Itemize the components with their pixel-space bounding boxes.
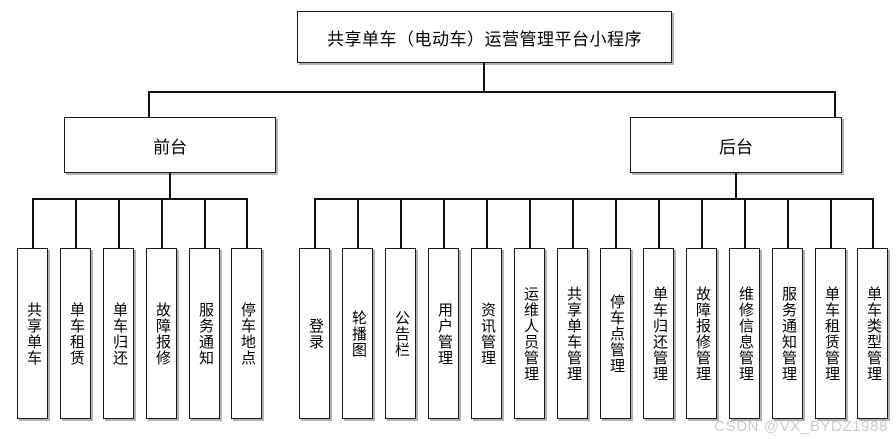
connector-drop-backend bbox=[834, 91, 836, 118]
leaf-node-backend-3[interactable]: 公告栏 bbox=[385, 248, 416, 419]
leaf-node-frontend-3[interactable]: 单车归还 bbox=[103, 248, 134, 419]
branch-node-frontend[interactable]: 前台 bbox=[64, 117, 276, 173]
connector-frontend-drop-2 bbox=[75, 198, 77, 248]
leaf-node-backend-5[interactable]: 资讯管理 bbox=[471, 248, 502, 419]
connector-frontend-drop-3 bbox=[118, 198, 120, 248]
leaf-node-frontend-2[interactable]: 单车租赁 bbox=[60, 248, 91, 419]
connector-frontend-drop-5 bbox=[204, 198, 206, 248]
connector-backend-drop-3 bbox=[400, 198, 402, 248]
connector-main-bus bbox=[148, 91, 836, 93]
connector-backend-bus bbox=[314, 198, 874, 200]
connector-backend-drop-13 bbox=[830, 198, 832, 248]
connector-backend-drop-2 bbox=[357, 198, 359, 248]
connector-backend-drop-9 bbox=[658, 198, 660, 248]
leaf-node-frontend-5[interactable]: 服务通知 bbox=[189, 248, 220, 419]
leaf-node-backend-9[interactable]: 单车归还管理 bbox=[643, 248, 674, 419]
connector-backend-drop-12 bbox=[787, 198, 789, 248]
connector-frontend-drop-4 bbox=[161, 198, 163, 248]
leaf-node-backend-10[interactable]: 故障报修管理 bbox=[686, 248, 717, 419]
leaf-node-backend-2[interactable]: 轮播图 bbox=[342, 248, 373, 419]
connector-frontend-drop-6 bbox=[246, 198, 248, 248]
root-node-platform[interactable]: 共享单车（电动车）运营管理平台小程序 bbox=[297, 11, 672, 63]
connector-backend-drop-14 bbox=[872, 198, 874, 248]
connector-root-stem bbox=[483, 63, 485, 92]
leaf-node-frontend-1[interactable]: 共享单车 bbox=[17, 248, 48, 419]
leaf-node-backend-14[interactable]: 单车类型管理 bbox=[857, 248, 888, 419]
leaf-node-backend-11[interactable]: 维修信息管理 bbox=[729, 248, 760, 419]
connector-frontend-drop-1 bbox=[32, 198, 34, 248]
connector-backend-drop-10 bbox=[701, 198, 703, 248]
connector-frontend-stem bbox=[169, 173, 171, 199]
connector-backend-drop-6 bbox=[529, 198, 531, 248]
leaf-node-backend-6[interactable]: 运维人员管理 bbox=[514, 248, 545, 419]
watermark-text: CSDN @VX_BYDZ1988 bbox=[714, 418, 888, 435]
connector-backend-drop-8 bbox=[615, 198, 617, 248]
connector-backend-drop-7 bbox=[572, 198, 574, 248]
leaf-node-backend-8[interactable]: 停车点管理 bbox=[600, 248, 631, 419]
connector-backend-stem bbox=[735, 173, 737, 199]
branch-node-backend[interactable]: 后台 bbox=[630, 117, 842, 173]
leaf-node-backend-7[interactable]: 共享单车管理 bbox=[557, 248, 588, 419]
connector-backend-drop-11 bbox=[744, 198, 746, 248]
leaf-node-backend-4[interactable]: 用户管理 bbox=[428, 248, 459, 419]
leaf-node-backend-12[interactable]: 服务通知管理 bbox=[772, 248, 803, 419]
connector-backend-drop-4 bbox=[443, 198, 445, 248]
leaf-node-backend-1[interactable]: 登录 bbox=[299, 248, 330, 419]
leaf-node-backend-13[interactable]: 单车租赁管理 bbox=[815, 248, 846, 419]
connector-drop-frontend bbox=[148, 91, 150, 118]
leaf-node-frontend-4[interactable]: 故障报修 bbox=[146, 248, 177, 419]
connector-backend-drop-5 bbox=[486, 198, 488, 248]
connector-backend-drop-1 bbox=[314, 198, 316, 248]
leaf-node-frontend-6[interactable]: 停车地点 bbox=[231, 248, 262, 419]
connector-frontend-bus bbox=[32, 198, 247, 200]
